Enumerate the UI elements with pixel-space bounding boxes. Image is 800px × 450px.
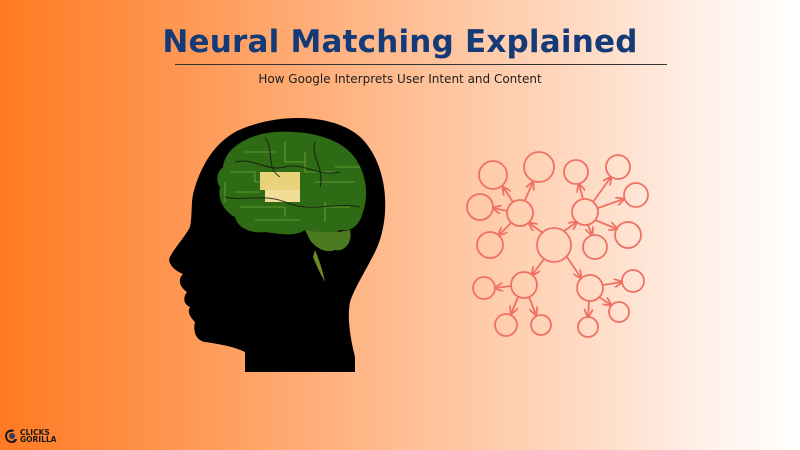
title-divider <box>175 64 667 65</box>
logo-line1: CLICKS <box>20 427 50 437</box>
gorilla-icon <box>5 429 17 443</box>
page-subtitle: How Google Interprets User Intent and Co… <box>258 72 542 86</box>
network-diagram-icon <box>466 151 649 338</box>
clicks-gorilla-logo: CLICKS GORILLA <box>4 428 56 444</box>
logo-line2: GORILLA <box>20 435 57 444</box>
circuit-brain-head-icon <box>169 118 386 372</box>
page-title: Neural Matching Explained <box>162 24 638 60</box>
